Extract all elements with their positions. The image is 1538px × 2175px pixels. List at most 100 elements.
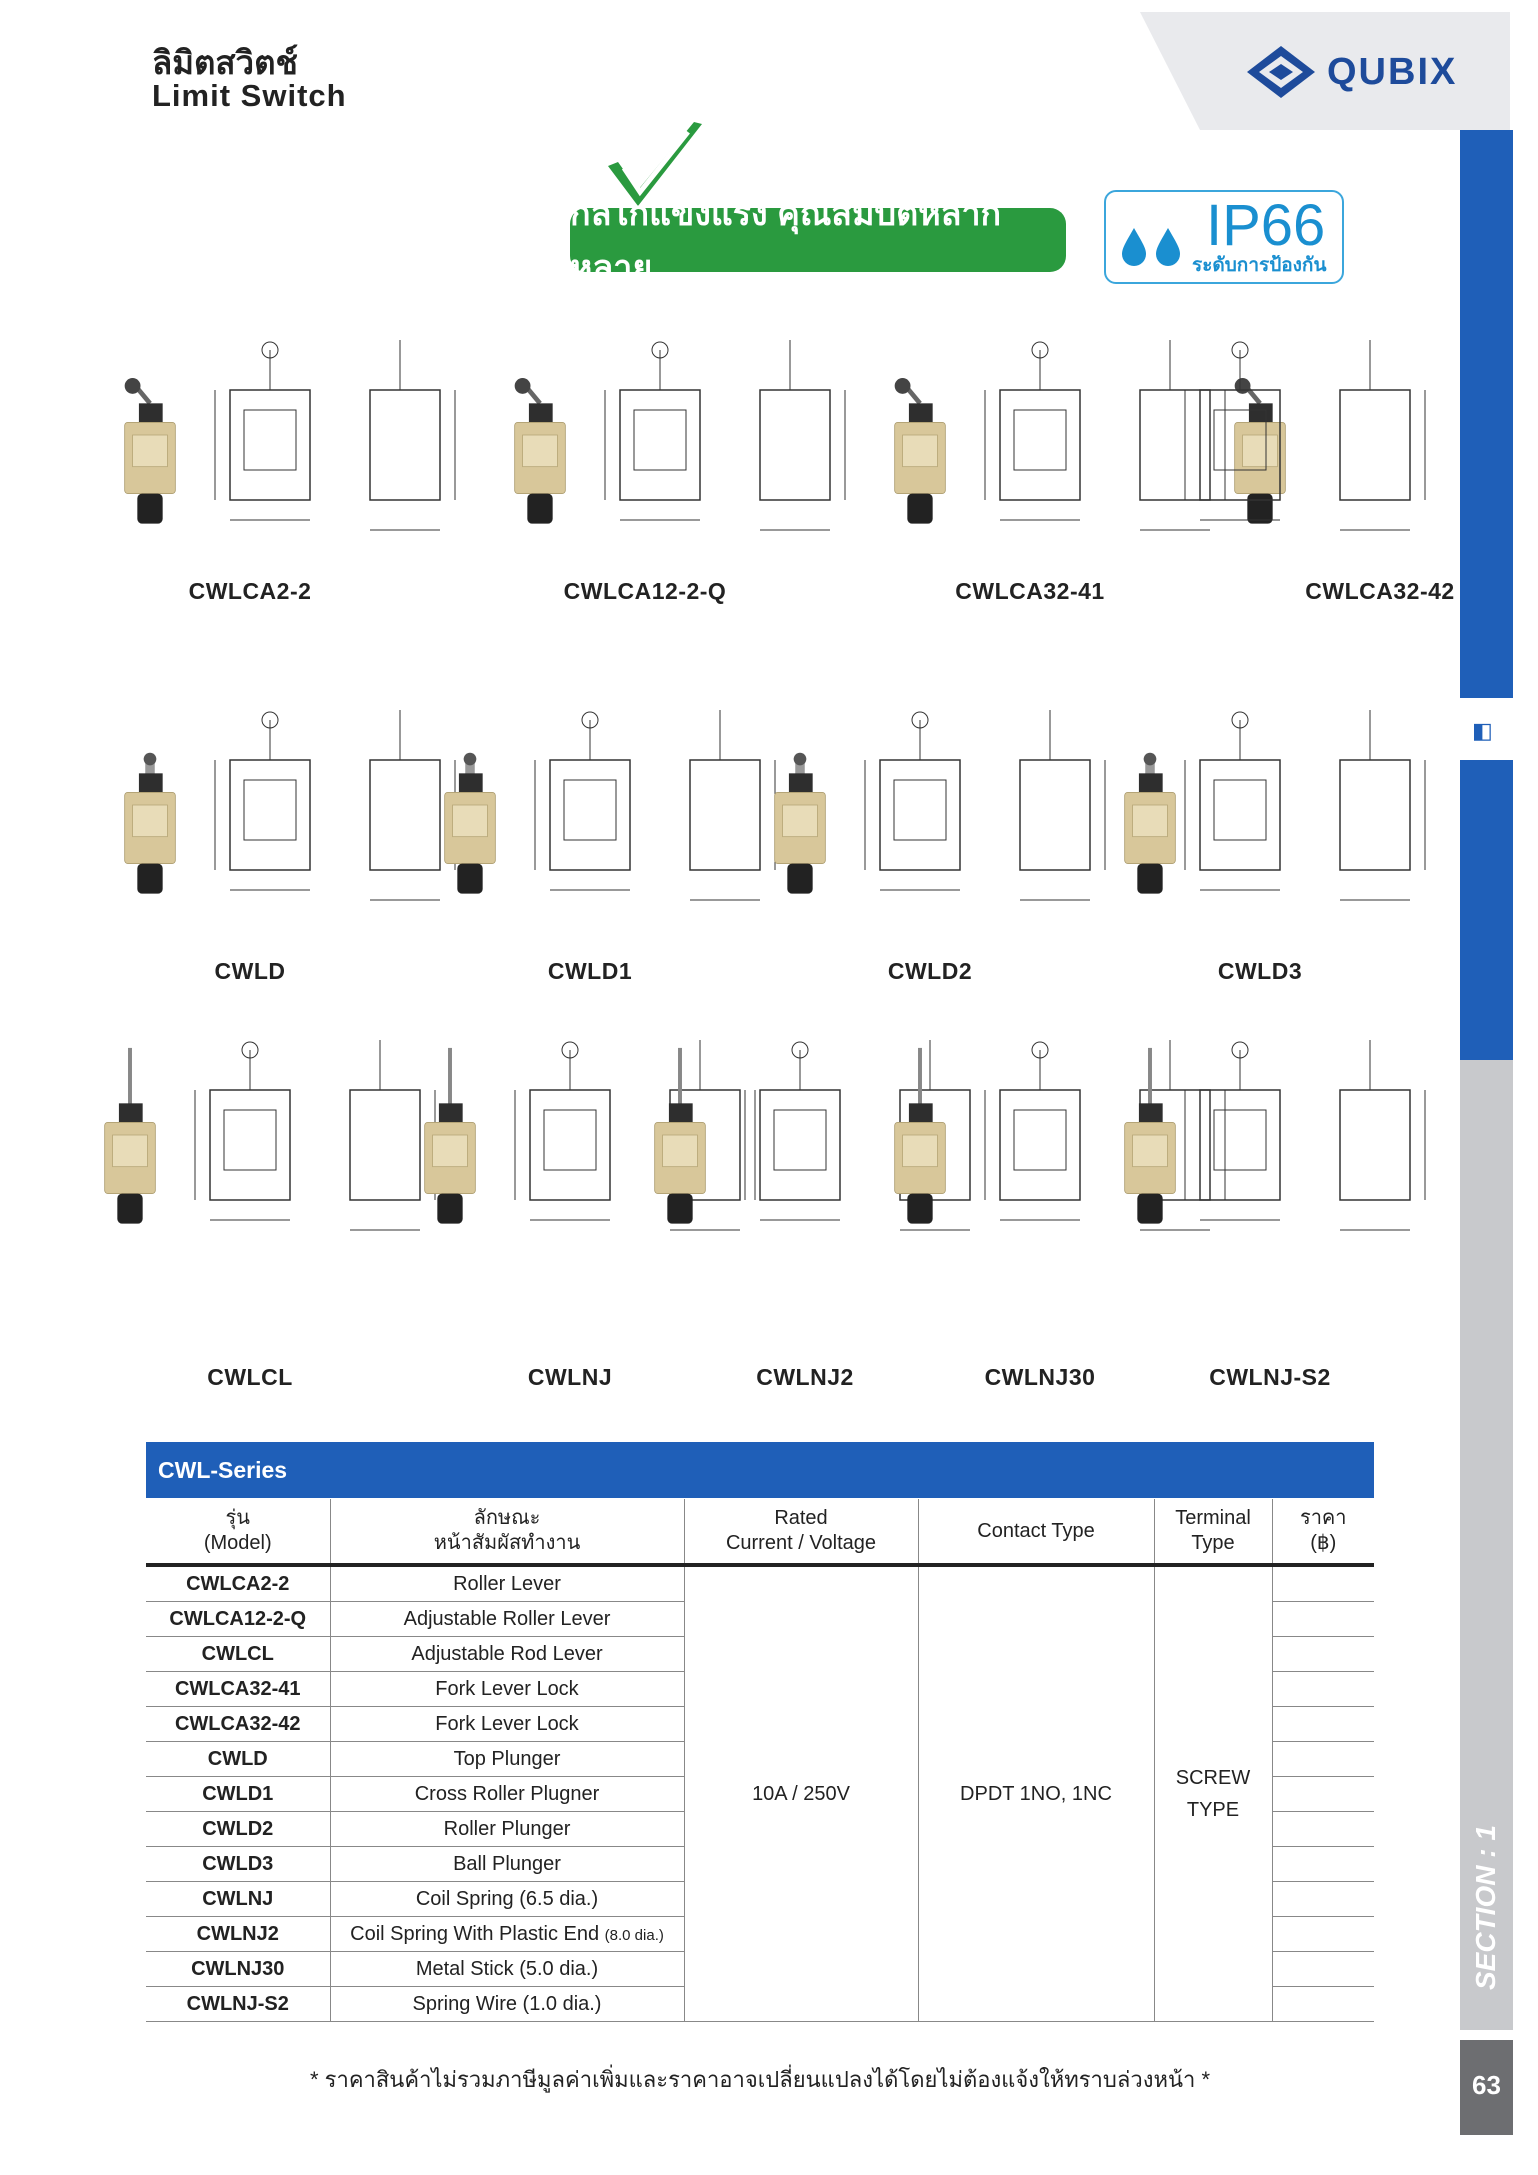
cell-feature: Adjustable Rod Lever	[330, 1636, 685, 1672]
dimension-drawing	[214, 340, 456, 531]
cell-feature: Roller Lever	[330, 1565, 685, 1602]
cell-price	[1272, 1636, 1374, 1672]
cell-rated: 10A / 250V	[684, 1565, 919, 2022]
dimension-drawing	[864, 710, 1106, 901]
ip-caption: ระดับการป้องกัน	[1192, 255, 1327, 276]
product-model-label: CWLNJ2	[756, 1364, 854, 1390]
cell-price	[1272, 1601, 1374, 1637]
cell-model: CWLNJ-S2	[146, 1986, 331, 2022]
checkmark-icon	[608, 122, 702, 206]
switch-photo	[894, 378, 946, 524]
product-drawing	[970, 330, 1240, 555]
product-model-label: CWLD	[214, 958, 286, 984]
product-model-label: CWLCL	[207, 1364, 293, 1390]
header-price: ราคา(฿)	[1271, 1499, 1374, 1565]
dimension-drawing	[984, 340, 1226, 531]
product-drawing	[850, 700, 1120, 925]
page-title-thai: ลิมิตสวิตช์	[152, 44, 298, 81]
product-model-label: CWLNJ30	[984, 1364, 1096, 1390]
product-photo	[1220, 340, 1300, 535]
cell-model: CWLCA32-42	[146, 1706, 331, 1742]
brand-name: QUBIX	[1327, 50, 1458, 93]
product-photo	[1110, 1040, 1190, 1235]
cell-model: CWLD3	[146, 1846, 331, 1882]
cell-price	[1272, 1951, 1374, 1987]
product-model-label: CWLCA12-2-Q	[563, 578, 727, 604]
product-model-label: CWLD3	[1217, 958, 1303, 984]
price-footnote: * ราคาสินค้าไม่รวมภาษีมูลค่าเพิ่มและราคา…	[309, 2067, 1211, 2092]
section-label: SECTION : 1	[1470, 1825, 1501, 1990]
cell-model: CWLNJ	[146, 1881, 331, 1917]
cell-contact-type: DPDT 1NO, 1NC	[918, 1565, 1155, 2022]
cell-feature: Roller Plunger	[330, 1811, 685, 1847]
cell-price	[1272, 1811, 1374, 1847]
product-model-label: CWLCA32-42	[1305, 578, 1455, 604]
product-photo	[880, 1040, 960, 1235]
cell-price	[1272, 1881, 1374, 1917]
page-number: 63	[1472, 2070, 1501, 2100]
switch-photo	[424, 1047, 476, 1224]
cell-price	[1272, 1741, 1374, 1777]
product-photo	[110, 340, 190, 535]
dimension-drawing	[984, 1040, 1226, 1231]
product-photo	[110, 710, 190, 905]
switch-photo	[1234, 378, 1286, 524]
cell-feature: Fork Lever Lock	[330, 1706, 685, 1742]
switch-photo	[894, 1047, 946, 1224]
cell-price	[1272, 1776, 1374, 1812]
product-drawing	[200, 330, 470, 555]
page-title-english: Limit Switch	[152, 78, 347, 113]
cell-feature: Spring Wire (1.0 dia.)	[330, 1986, 685, 2022]
cell-feature: Coil Spring (6.5 dia.)	[330, 1881, 685, 1917]
switch-photo	[774, 752, 826, 894]
switch-photo	[124, 752, 176, 894]
side-tab-blue-lower	[1460, 760, 1513, 1060]
product-photo	[90, 1040, 170, 1235]
product-photo	[410, 1040, 490, 1235]
product-photo	[640, 1040, 720, 1235]
cell-feature: Ball Plunger	[330, 1846, 685, 1882]
series-title: CWL-Series	[146, 1442, 1374, 1498]
cell-feature: Coil Spring With Plastic End (8.0 dia.)	[330, 1916, 685, 1952]
qubix-logo-icon	[1247, 46, 1315, 98]
cell-feature: Adjustable Roller Lever	[330, 1601, 685, 1637]
header-feature: ลักษณะหน้าสัมผัสทำงาน	[329, 1499, 685, 1565]
cell-model: CWLCA2-2	[146, 1565, 331, 1602]
brand-logo: QUBIX	[1245, 44, 1457, 100]
switch-photo	[1124, 752, 1176, 894]
header-contact: Contact Type	[917, 1499, 1155, 1565]
product-model-label: CWLD2	[887, 958, 973, 984]
cell-price	[1272, 1706, 1374, 1742]
dimension-drawing	[1184, 1040, 1426, 1231]
switch-photo	[654, 1047, 706, 1224]
dimension-drawing	[514, 1040, 756, 1231]
cell-price	[1272, 1846, 1374, 1882]
product-model-label: CWLD1	[547, 958, 633, 984]
cell-feature: Cross Roller Plugner	[330, 1776, 685, 1812]
cell-model: CWLNJ2	[146, 1916, 331, 1952]
cell-model: CWLD1	[146, 1776, 331, 1812]
product-model-label: CWLNJ-S2	[1209, 1364, 1331, 1390]
product-drawing	[970, 1030, 1240, 1255]
ip-rating: IP66	[1206, 193, 1326, 258]
product-drawing	[520, 700, 790, 925]
product-photo	[430, 710, 510, 905]
product-model-label: CWLCA2-2	[188, 578, 312, 604]
product-drawing	[1170, 330, 1440, 555]
header-model: รุ่น(Model)	[146, 1499, 331, 1565]
cell-model: CWLCA32-41	[146, 1671, 331, 1707]
dimension-drawing	[604, 340, 846, 531]
